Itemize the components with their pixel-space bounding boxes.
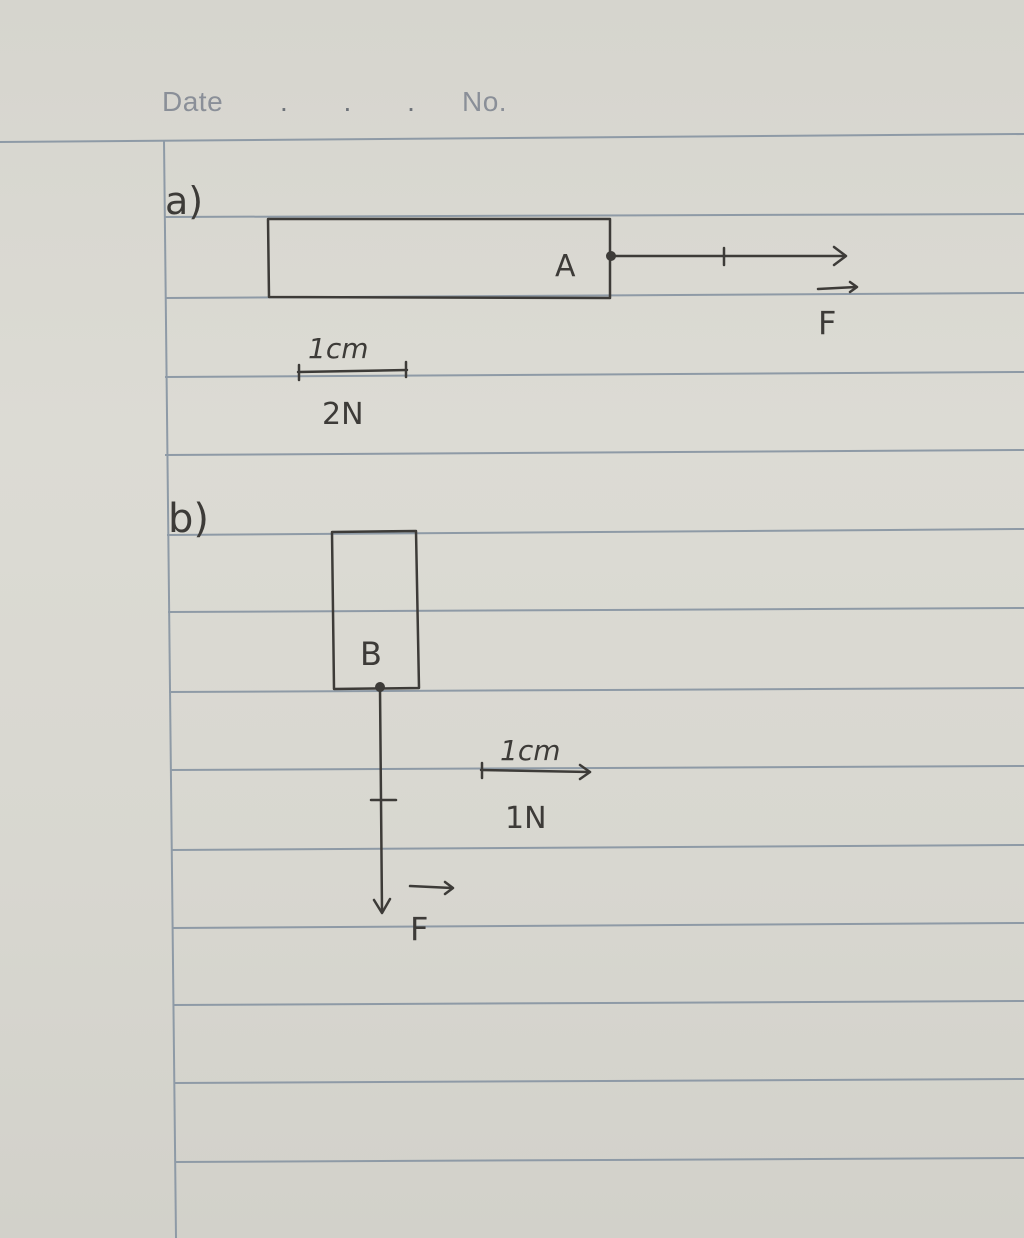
force-a-arrowhead (832, 245, 848, 267)
scale-b-length: 1cm (500, 734, 560, 767)
scale-b-force: 1N (505, 801, 547, 836)
force-b-arrowhead (372, 897, 392, 915)
header-rule-line (0, 133, 1024, 143)
rule-line (170, 844, 1024, 851)
rule-line (164, 213, 1024, 218)
rule-line (164, 449, 1024, 456)
body-b-rectangle (330, 529, 421, 691)
force-a-symbol-arrowhead (848, 280, 859, 294)
force-a-symbol: F (818, 304, 836, 342)
body-a-rectangle (266, 217, 612, 300)
part-b-diagram (330, 529, 592, 915)
force-a-symbol-arrow (816, 285, 858, 291)
rule-line (173, 1078, 1024, 1084)
force-b-symbol-arrowhead (443, 880, 455, 896)
part-a-label: a) (165, 179, 203, 223)
force-b-symbol-arrow (408, 884, 454, 890)
rule-line (168, 687, 1024, 693)
rule-line (171, 922, 1024, 929)
date-dots: . . . (280, 86, 439, 117)
force-b-symbol: F (410, 910, 428, 948)
scale-a-force: 2N (322, 397, 364, 432)
no-label: No. (462, 86, 508, 117)
part-a-diagram (266, 217, 859, 382)
rule-line (164, 371, 1024, 378)
rule-line (169, 765, 1024, 771)
scale-b-tick-right (578, 763, 592, 781)
rule-line (166, 528, 1024, 536)
rule-line (174, 1157, 1024, 1163)
rule-line (167, 607, 1024, 613)
scale-a-length: 1cm (308, 332, 368, 365)
point-a-label: A (555, 249, 576, 284)
rule-line (172, 1000, 1024, 1006)
point-a-dot (606, 251, 616, 261)
point-b-dot (375, 682, 385, 692)
point-b-label: B (360, 635, 382, 673)
date-label: Date (162, 86, 224, 117)
ruled-lines (0, 133, 1024, 1238)
part-b-label: b) (168, 496, 209, 542)
scale-b-bar (479, 768, 592, 774)
scale-a-bar (296, 368, 409, 374)
margin-line (163, 139, 177, 1238)
